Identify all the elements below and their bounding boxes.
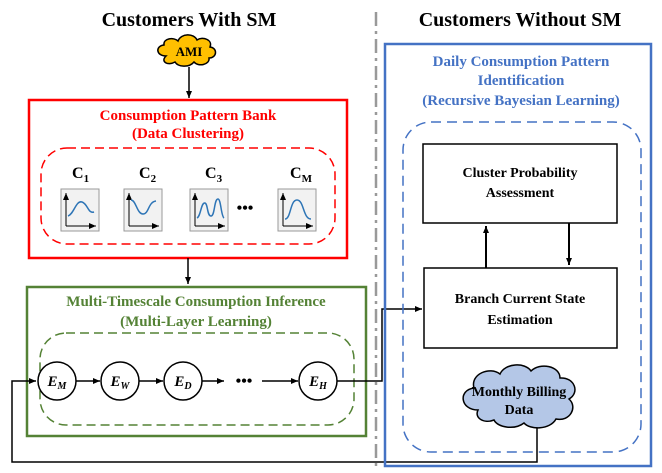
inference-node: EH xyxy=(298,361,338,401)
state-estimation-line1: Branch Current State xyxy=(455,292,585,307)
svg-text:EW: EW xyxy=(110,374,131,392)
inference-to-estimation-arrow xyxy=(337,306,422,382)
state-estimation-line2: Estimation xyxy=(487,313,553,328)
cluster-label: C2 xyxy=(139,165,157,185)
left-header: Customers With SM xyxy=(102,9,277,31)
billing-data-line1: Monthly Billing xyxy=(472,385,567,400)
probability-assessment-line1: Cluster Probability xyxy=(463,166,578,181)
cluster-ellipsis: ••• xyxy=(237,200,254,217)
pattern-bank-title: Consumption Pattern Bank xyxy=(100,108,277,124)
cluster-thumbnail xyxy=(60,188,100,232)
inference-node: ED xyxy=(163,361,203,401)
svg-text:EM: EM xyxy=(47,374,68,392)
cluster-thumbnail xyxy=(123,188,163,232)
identification-title-3: (Recursive Bayesian Learning) xyxy=(422,93,619,109)
cluster-thumbnail xyxy=(189,188,229,232)
inference-node: EM xyxy=(37,361,77,401)
cluster-label: C1 xyxy=(72,165,89,185)
cluster-thumbnail xyxy=(277,188,317,232)
ami-cloud: AMI xyxy=(157,34,217,67)
svg-text:EH: EH xyxy=(308,374,328,392)
billing-data-cloud: Monthly Billing Data xyxy=(462,364,576,429)
pattern-bank-subtitle: (Data Clustering) xyxy=(132,126,244,142)
probability-assessment-box xyxy=(422,143,618,224)
node-ellipsis: ••• xyxy=(236,373,253,390)
cluster-group xyxy=(40,147,336,245)
probability-assessment-line2: Assessment xyxy=(486,186,555,201)
inference-subtitle: (Multi-Layer Learning) xyxy=(120,314,272,330)
ami-label: AMI xyxy=(176,44,203,59)
inference-title: Multi-Timescale Consumption Inference xyxy=(66,294,326,310)
svg-text:ED: ED xyxy=(173,374,191,392)
cluster-label: C3 xyxy=(205,165,223,185)
inference-box xyxy=(25,285,368,438)
identification-title-1: Daily Consumption Pattern xyxy=(433,54,610,70)
inference-node: EW xyxy=(100,361,140,401)
billing-feedback-arrow xyxy=(11,378,538,463)
state-estimation-box xyxy=(423,267,618,349)
right-header: Customers Without SM xyxy=(419,9,622,31)
billing-data-line2: Data xyxy=(505,403,534,418)
cluster-label: CM xyxy=(290,165,313,185)
identification-title-2: Identification xyxy=(478,73,565,89)
identification-box xyxy=(383,42,653,468)
